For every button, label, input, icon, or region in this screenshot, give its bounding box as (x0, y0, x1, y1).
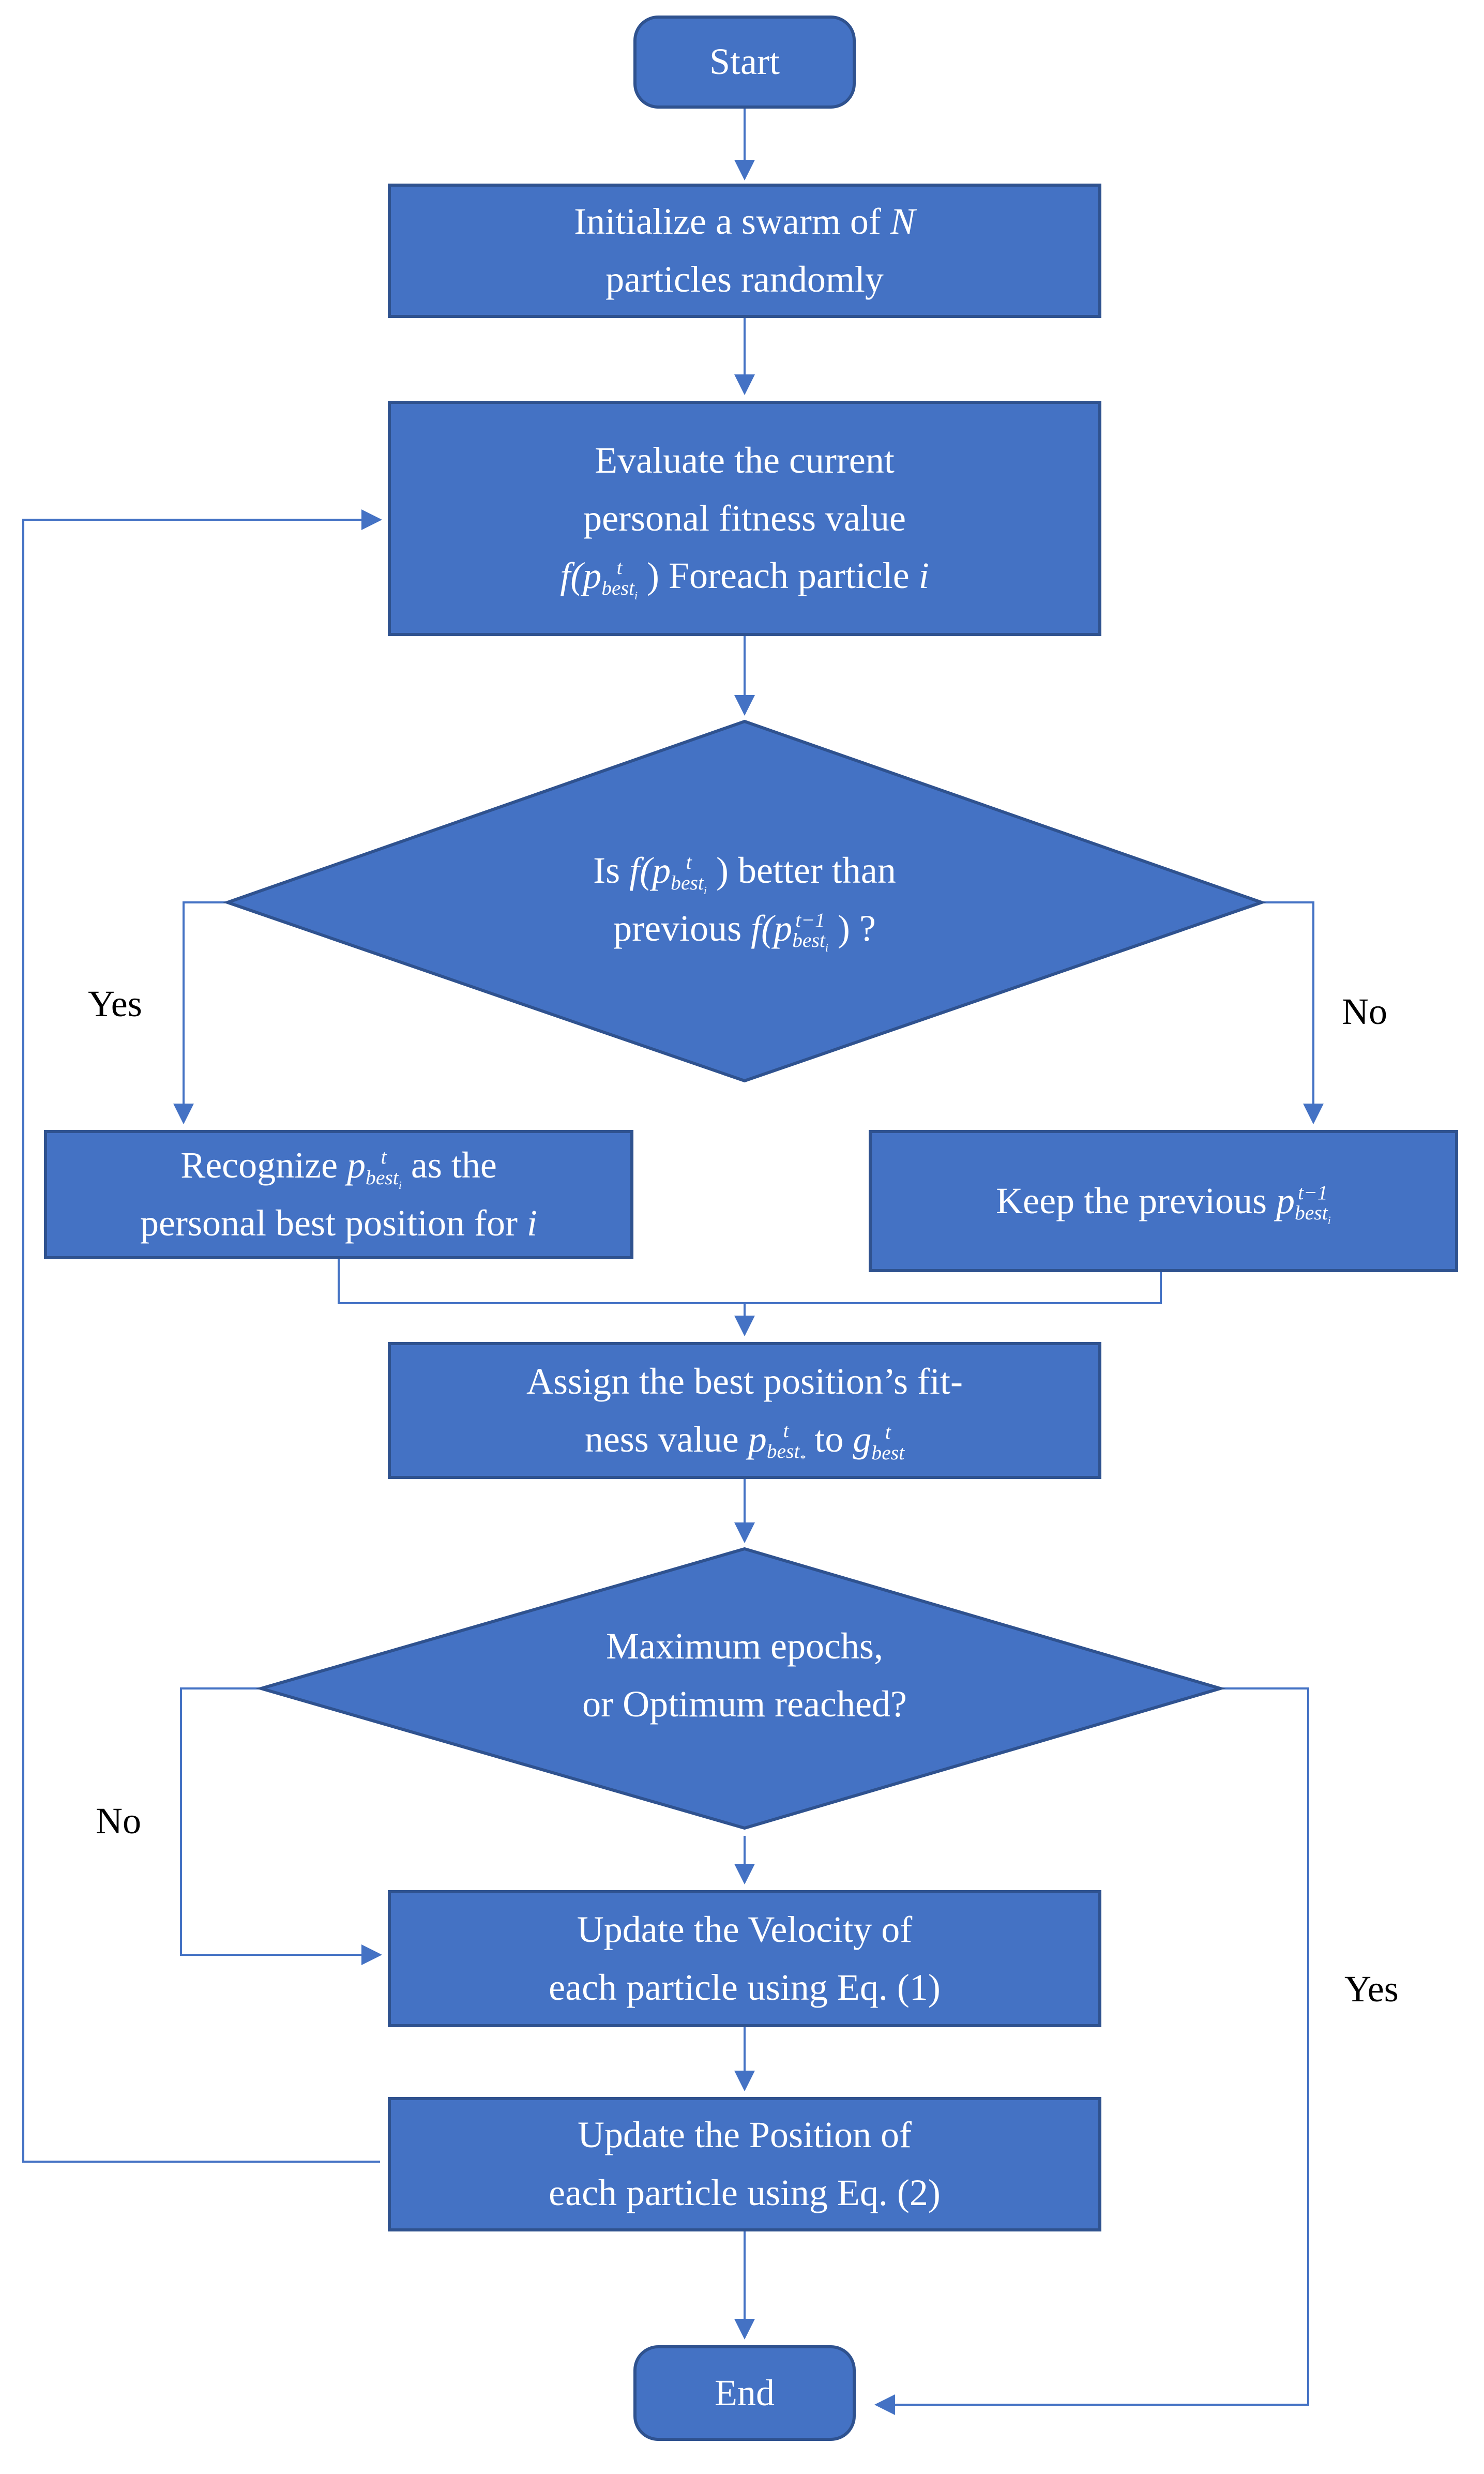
evaluate-i: i (918, 555, 929, 597)
end-node: End (633, 2345, 856, 2441)
evaluate-sub-i: i (634, 589, 638, 602)
init-n: N (890, 201, 915, 243)
d1-better: ) better than (716, 850, 896, 892)
d1-sup1: t (686, 851, 692, 874)
evaluate-line1: Evaluate the current (595, 440, 895, 481)
init-line1: Initialize a swarm of (574, 201, 881, 243)
d2-line2: or Optimum reached? (582, 1683, 907, 1725)
assign-p-sup: t (783, 1419, 789, 1442)
edge-position-loop (22, 509, 382, 2163)
d1-is: Is (593, 850, 620, 892)
assign-line1: Assign the best position’s fit- (526, 1360, 963, 1402)
d1-sub1-i: i (703, 884, 707, 897)
evaluate-node: Evaluate the current personal fitness va… (388, 401, 1101, 636)
keep-sub: best (1295, 1201, 1328, 1225)
evaluate-line2: personal fitness value (583, 497, 906, 539)
decision2-text: Maximum epochs, or Optimum reached? (455, 1608, 1034, 1743)
assign-line2: ness value (584, 1418, 739, 1460)
d1-q: ) ? (837, 908, 876, 949)
start-label: Start (709, 41, 780, 83)
assign-p: p (748, 1418, 767, 1460)
recognize-sub: best (366, 1166, 399, 1189)
d1-sub1: best (671, 871, 704, 894)
edge-decision2-no (180, 1687, 382, 1965)
edge-label-yes-2: Yes (1344, 1968, 1399, 2010)
recognize-as: as the (411, 1144, 497, 1186)
evaluate-sub: best (601, 576, 634, 599)
keep-line1: Keep the previous (996, 1180, 1267, 1221)
edge-decision1-yes (173, 901, 228, 1124)
keep-sup: t−1 (1298, 1181, 1328, 1204)
velocity-line1: Update the Velocity of (577, 1908, 913, 1950)
d2-line1: Maximum epochs, (606, 1625, 883, 1667)
recognize-line2: personal best position for (140, 1202, 518, 1244)
assign-node: Assign the best position’s fit- ness val… (388, 1342, 1101, 1479)
d1-sup2: t−1 (795, 908, 825, 931)
edge-label-yes-1: Yes (88, 983, 142, 1024)
recognize-p: p (347, 1144, 366, 1186)
d1-f1: f(p (629, 850, 671, 892)
assign-p-sub: best (766, 1439, 800, 1462)
assign-to: to (814, 1418, 844, 1460)
velocity-line2: each particle using Eq. (1) (549, 1966, 941, 2008)
d1-previous: previous (613, 908, 742, 949)
assign-g-sup: t (885, 1421, 891, 1444)
end-label: End (715, 2372, 775, 2413)
recognize-sub-i: i (398, 1179, 402, 1191)
position-node: Update the Position of each particle usi… (388, 2097, 1101, 2231)
assign-p-sub-star: * (799, 1452, 806, 1465)
decision-diamond-2 (255, 1547, 1226, 1830)
d1-f2: f(p (751, 908, 793, 949)
d1-sub2-i: i (825, 942, 828, 955)
d1-sub2: best (792, 929, 825, 952)
decision-diamond-1 (222, 719, 1267, 1083)
position-line1: Update the Position of (578, 2114, 912, 2156)
evaluate-sup: t (616, 556, 623, 579)
evaluate-f: f(p (560, 555, 602, 597)
edge-recognize-merge (338, 1259, 1162, 1304)
start-node: Start (633, 16, 856, 109)
position-line2: each particle using Eq. (2) (549, 2172, 941, 2213)
edge-label-no-2: No (96, 1800, 141, 1842)
recognize-i: i (526, 1202, 537, 1244)
edge-decision2-yes (874, 1687, 1309, 2415)
init-line2: particles randomly (605, 259, 884, 300)
keep-p: p (1276, 1180, 1295, 1221)
evaluate-line3: ) Foreach particle (647, 555, 910, 597)
assign-g: g (853, 1418, 872, 1460)
assign-g-sub: best (871, 1441, 905, 1464)
keep-sub-i: i (1327, 1214, 1331, 1227)
recognize-line1: Recognize (180, 1144, 338, 1186)
edge-decision1-no (1262, 901, 1324, 1124)
edge-label-no-1: No (1342, 991, 1387, 1032)
velocity-node: Update the Velocity of each particle usi… (388, 1890, 1101, 2027)
init-node: Initialize a swarm of N particles random… (388, 184, 1101, 318)
recognize-sup: t (381, 1145, 387, 1169)
